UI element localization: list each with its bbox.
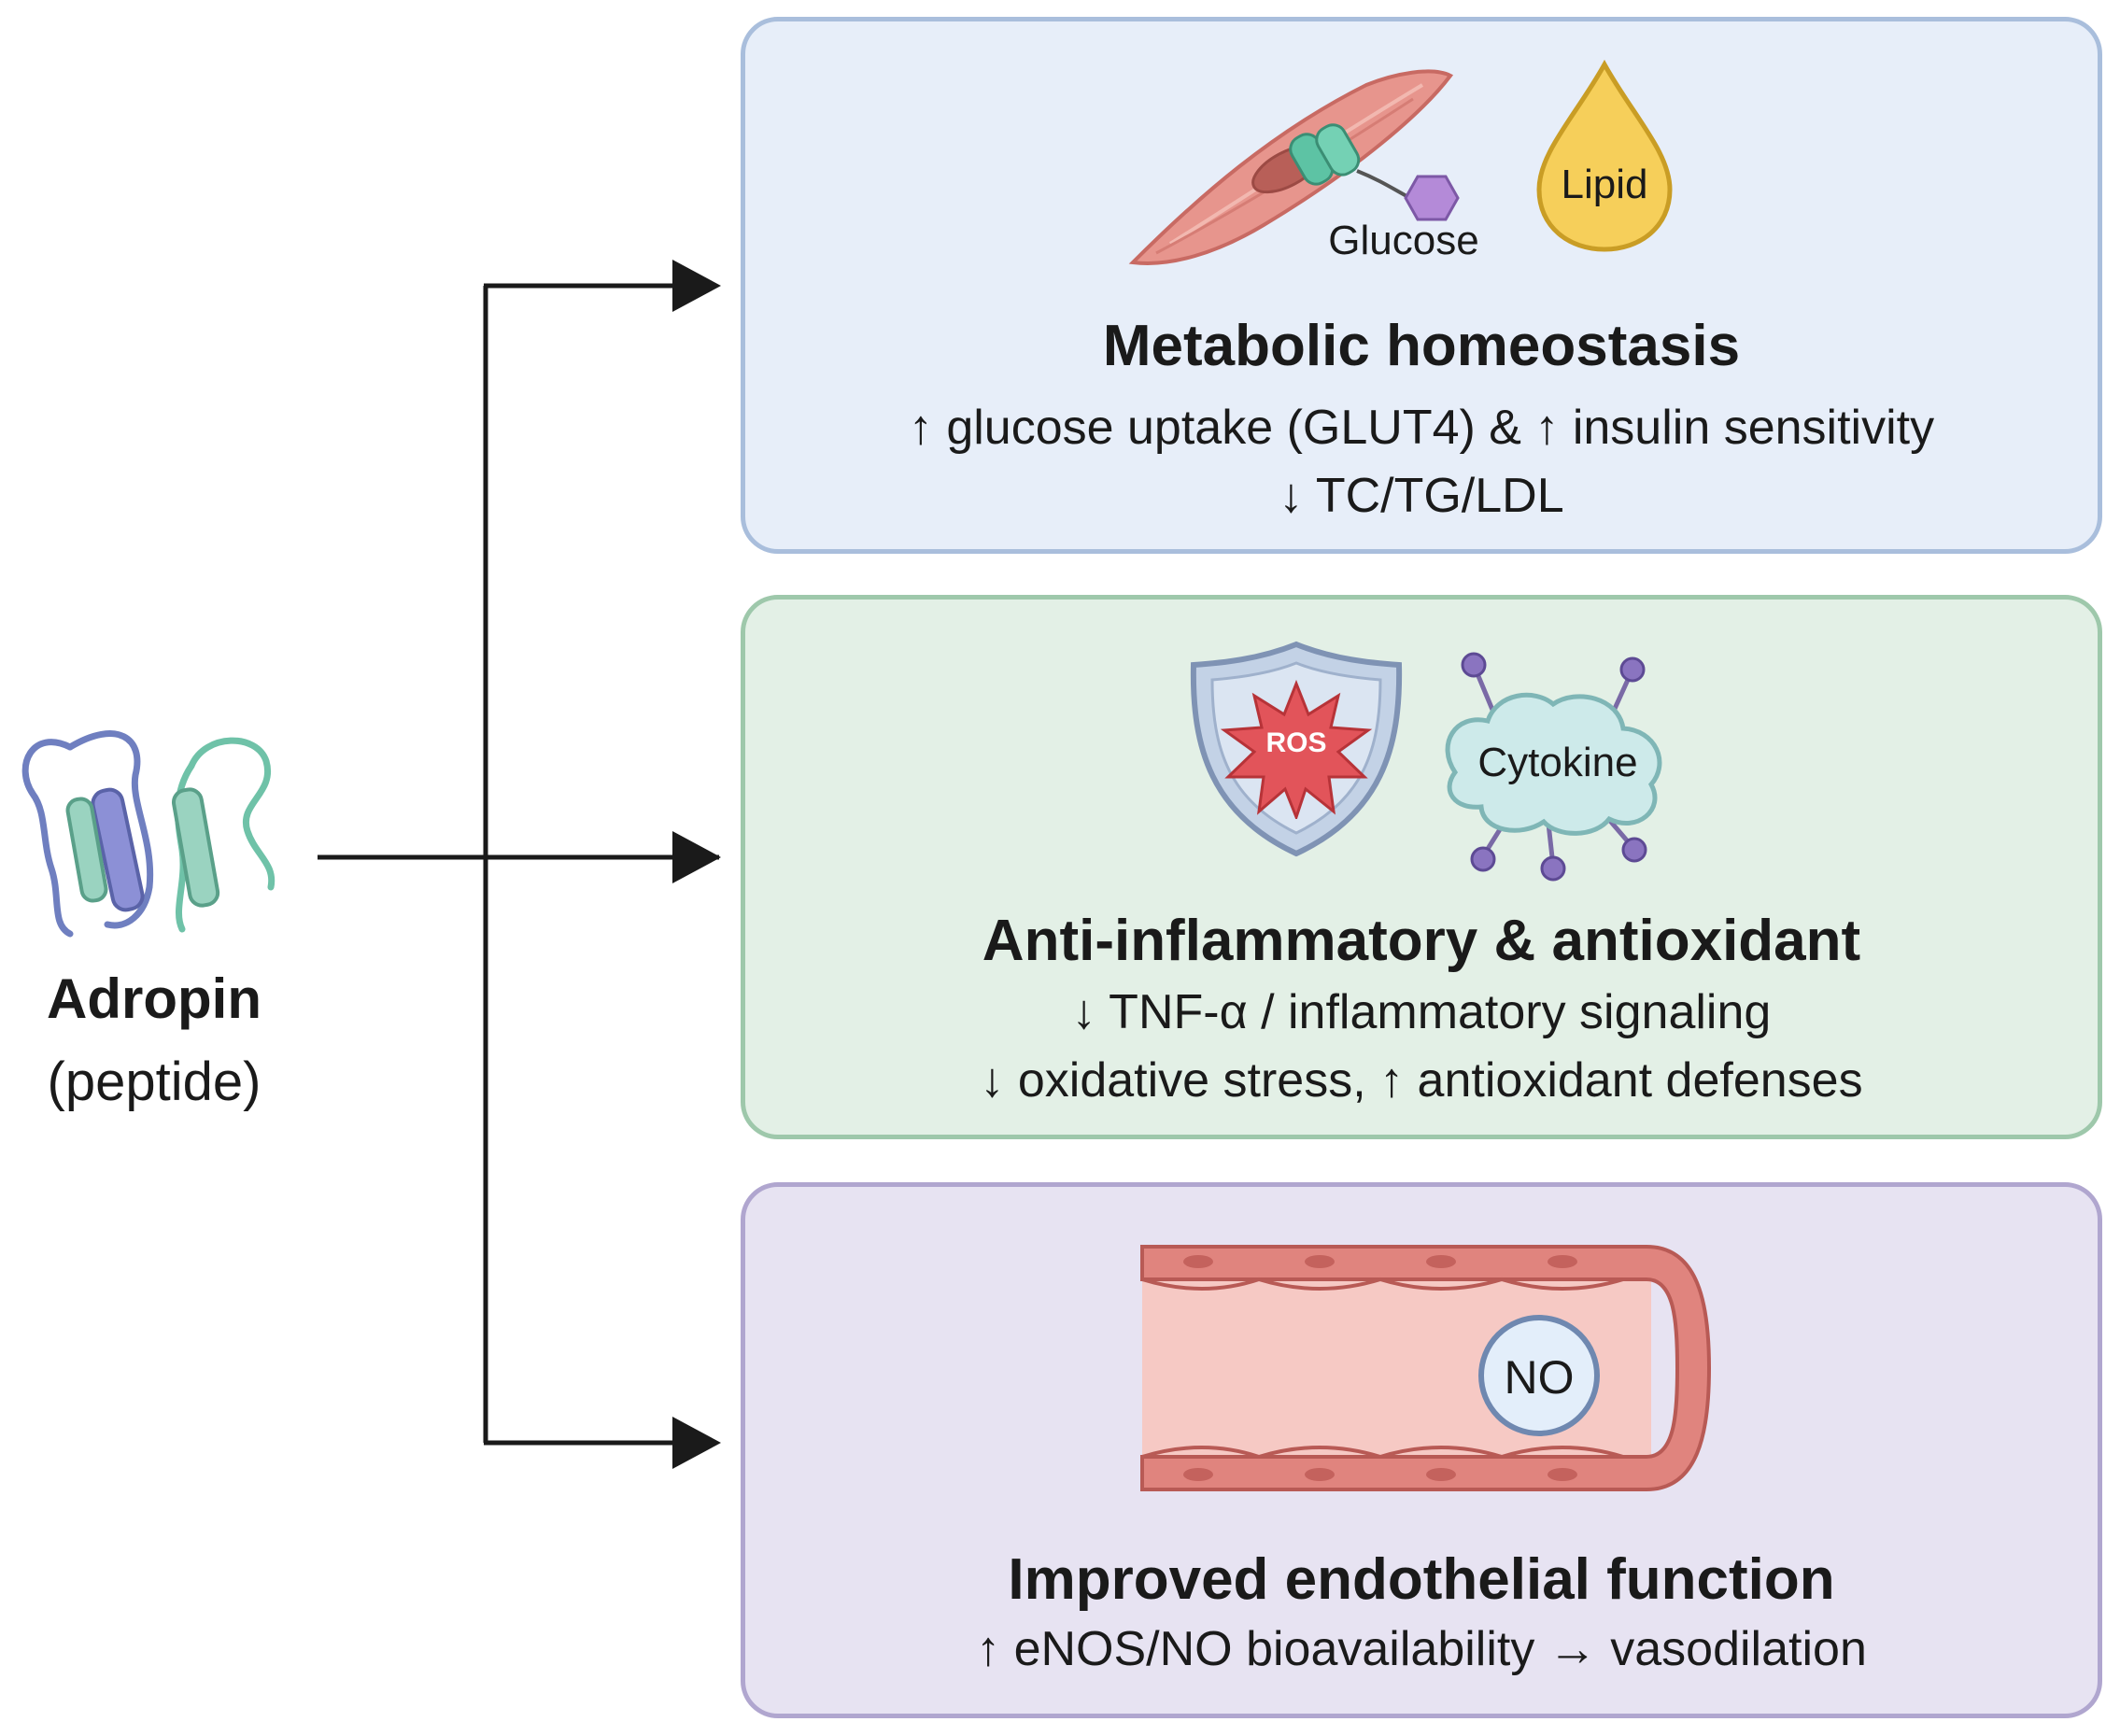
endothelial-title: Improved endothelial function	[1008, 1547, 1835, 1612]
cytokine-cell-icon	[1445, 652, 1662, 882]
peptide-structure-icon	[21, 730, 276, 938]
adropin-subtitle: (peptide)	[47, 1051, 261, 1112]
glucose-label: Glucose	[1328, 218, 1479, 263]
ros-burst-icon	[1220, 679, 1373, 819]
blood-vessel-icon	[1140, 1245, 1712, 1491]
nitric-oxide-icon	[1478, 1315, 1600, 1436]
metabolic-title: Metabolic homeostasis	[1102, 314, 1741, 378]
arrowhead-endo	[672, 1417, 721, 1469]
no-label: NO	[1504, 1351, 1575, 1404]
metabolic-line-2: ↓ TC/TG/LDL	[1279, 469, 1564, 523]
inflammation-panel: ROS Cytokine Anti-inflammatory & antioxi…	[741, 595, 2102, 1139]
adropin-label: Adropin	[47, 967, 261, 1030]
glut4-transporter-icon	[1289, 123, 1409, 199]
inflammation-line-2: ↓ oxidative stress, ↑ antioxidant defens…	[980, 1053, 1863, 1108]
inflammation-line-1: ↓ TNF-α / inflammatory signaling	[1071, 985, 1772, 1039]
arrowhead-metabolic	[672, 260, 721, 312]
arrowhead-inflam	[672, 831, 721, 883]
ros-label: ROS	[1265, 727, 1327, 758]
metabolic-line-1: ↑ glucose uptake (GLUT4) & ↑ insulin sen…	[908, 401, 1935, 455]
metabolic-panel: Glucose Lipid Metabolic homeostasis ↑ gl…	[741, 17, 2102, 554]
lipid-droplet-icon	[1536, 59, 1673, 252]
endothelial-line-1: ↑ eNOS/NO bioavailability → vasodilation	[976, 1622, 1867, 1676]
lipid-label: Lipid	[1561, 162, 1648, 207]
muscle-cell-icon	[1128, 69, 1454, 265]
inflammation-title: Anti-inflammatory & antioxidant	[982, 909, 1861, 973]
cytokine-label: Cytokine	[1477, 740, 1638, 785]
endothelial-panel: NO Improved endothelial function ↑ eNOS/…	[741, 1182, 2102, 1718]
glucose-molecule-icon	[1404, 175, 1460, 221]
